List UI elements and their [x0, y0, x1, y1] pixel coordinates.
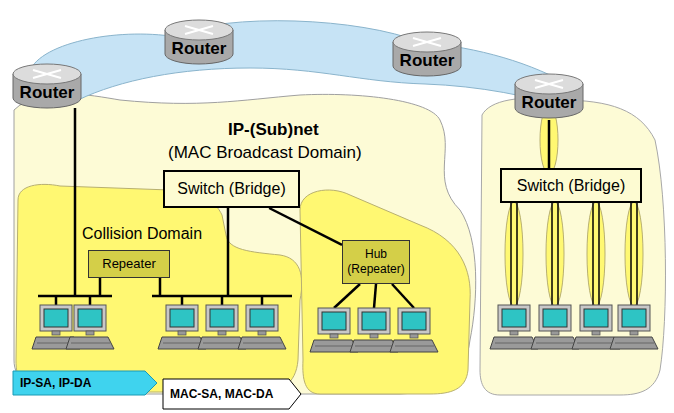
node-label: Router — [20, 83, 75, 103]
hub-collision-region — [300, 190, 470, 394]
node-label: Router — [172, 39, 227, 59]
link-line — [269, 208, 342, 245]
switch-box: Switch (Bridge) — [500, 168, 642, 203]
link-domains — [505, 202, 643, 306]
node-label: Repeater — [102, 254, 155, 274]
right-subnet-region — [480, 98, 665, 395]
mac-header-arrow: MAC-SA, MAC-DA — [162, 378, 302, 410]
node-label: IP-(Sub)net — [228, 120, 319, 140]
collision-domain-region-shape — [14, 180, 314, 396]
router-node: Router — [392, 30, 462, 78]
ip-header-arrow: IP-SA, IP-DA — [12, 370, 158, 396]
router-node: Router — [514, 72, 584, 120]
node-label: MAC-SA, MAC-DA — [170, 384, 273, 404]
wires — [38, 108, 414, 308]
node-label: Router — [522, 93, 577, 113]
node-label: Collision Domain — [82, 224, 202, 244]
node-label: Switch (Bridge) — [177, 179, 285, 199]
computers — [32, 305, 658, 352]
router-cloud — [28, 21, 575, 110]
link-line — [548, 120, 551, 168]
subnet-region: IP-(Sub)net (MAC Broadcast Domain) Switch … — [8, 80, 490, 398]
collision-domain-region: Collision DomainRepeater — [14, 180, 314, 396]
router-node: Router — [12, 62, 82, 110]
switch-links — [511, 203, 637, 305]
router-node: Router — [164, 18, 234, 66]
hub-box: Hub (Repeater) — [342, 240, 410, 284]
node-label: Router — [400, 51, 455, 71]
node-label: Hub (Repeater) — [345, 247, 407, 277]
node-label: (MAC Broadcast Domain) — [168, 143, 362, 163]
switch-box: Switch (Bridge) — [163, 170, 300, 208]
node-label: Switch (Bridge) — [517, 176, 625, 196]
node-label: IP-SA, IP-DA — [20, 373, 91, 393]
repeater-box: Repeater — [88, 250, 170, 278]
